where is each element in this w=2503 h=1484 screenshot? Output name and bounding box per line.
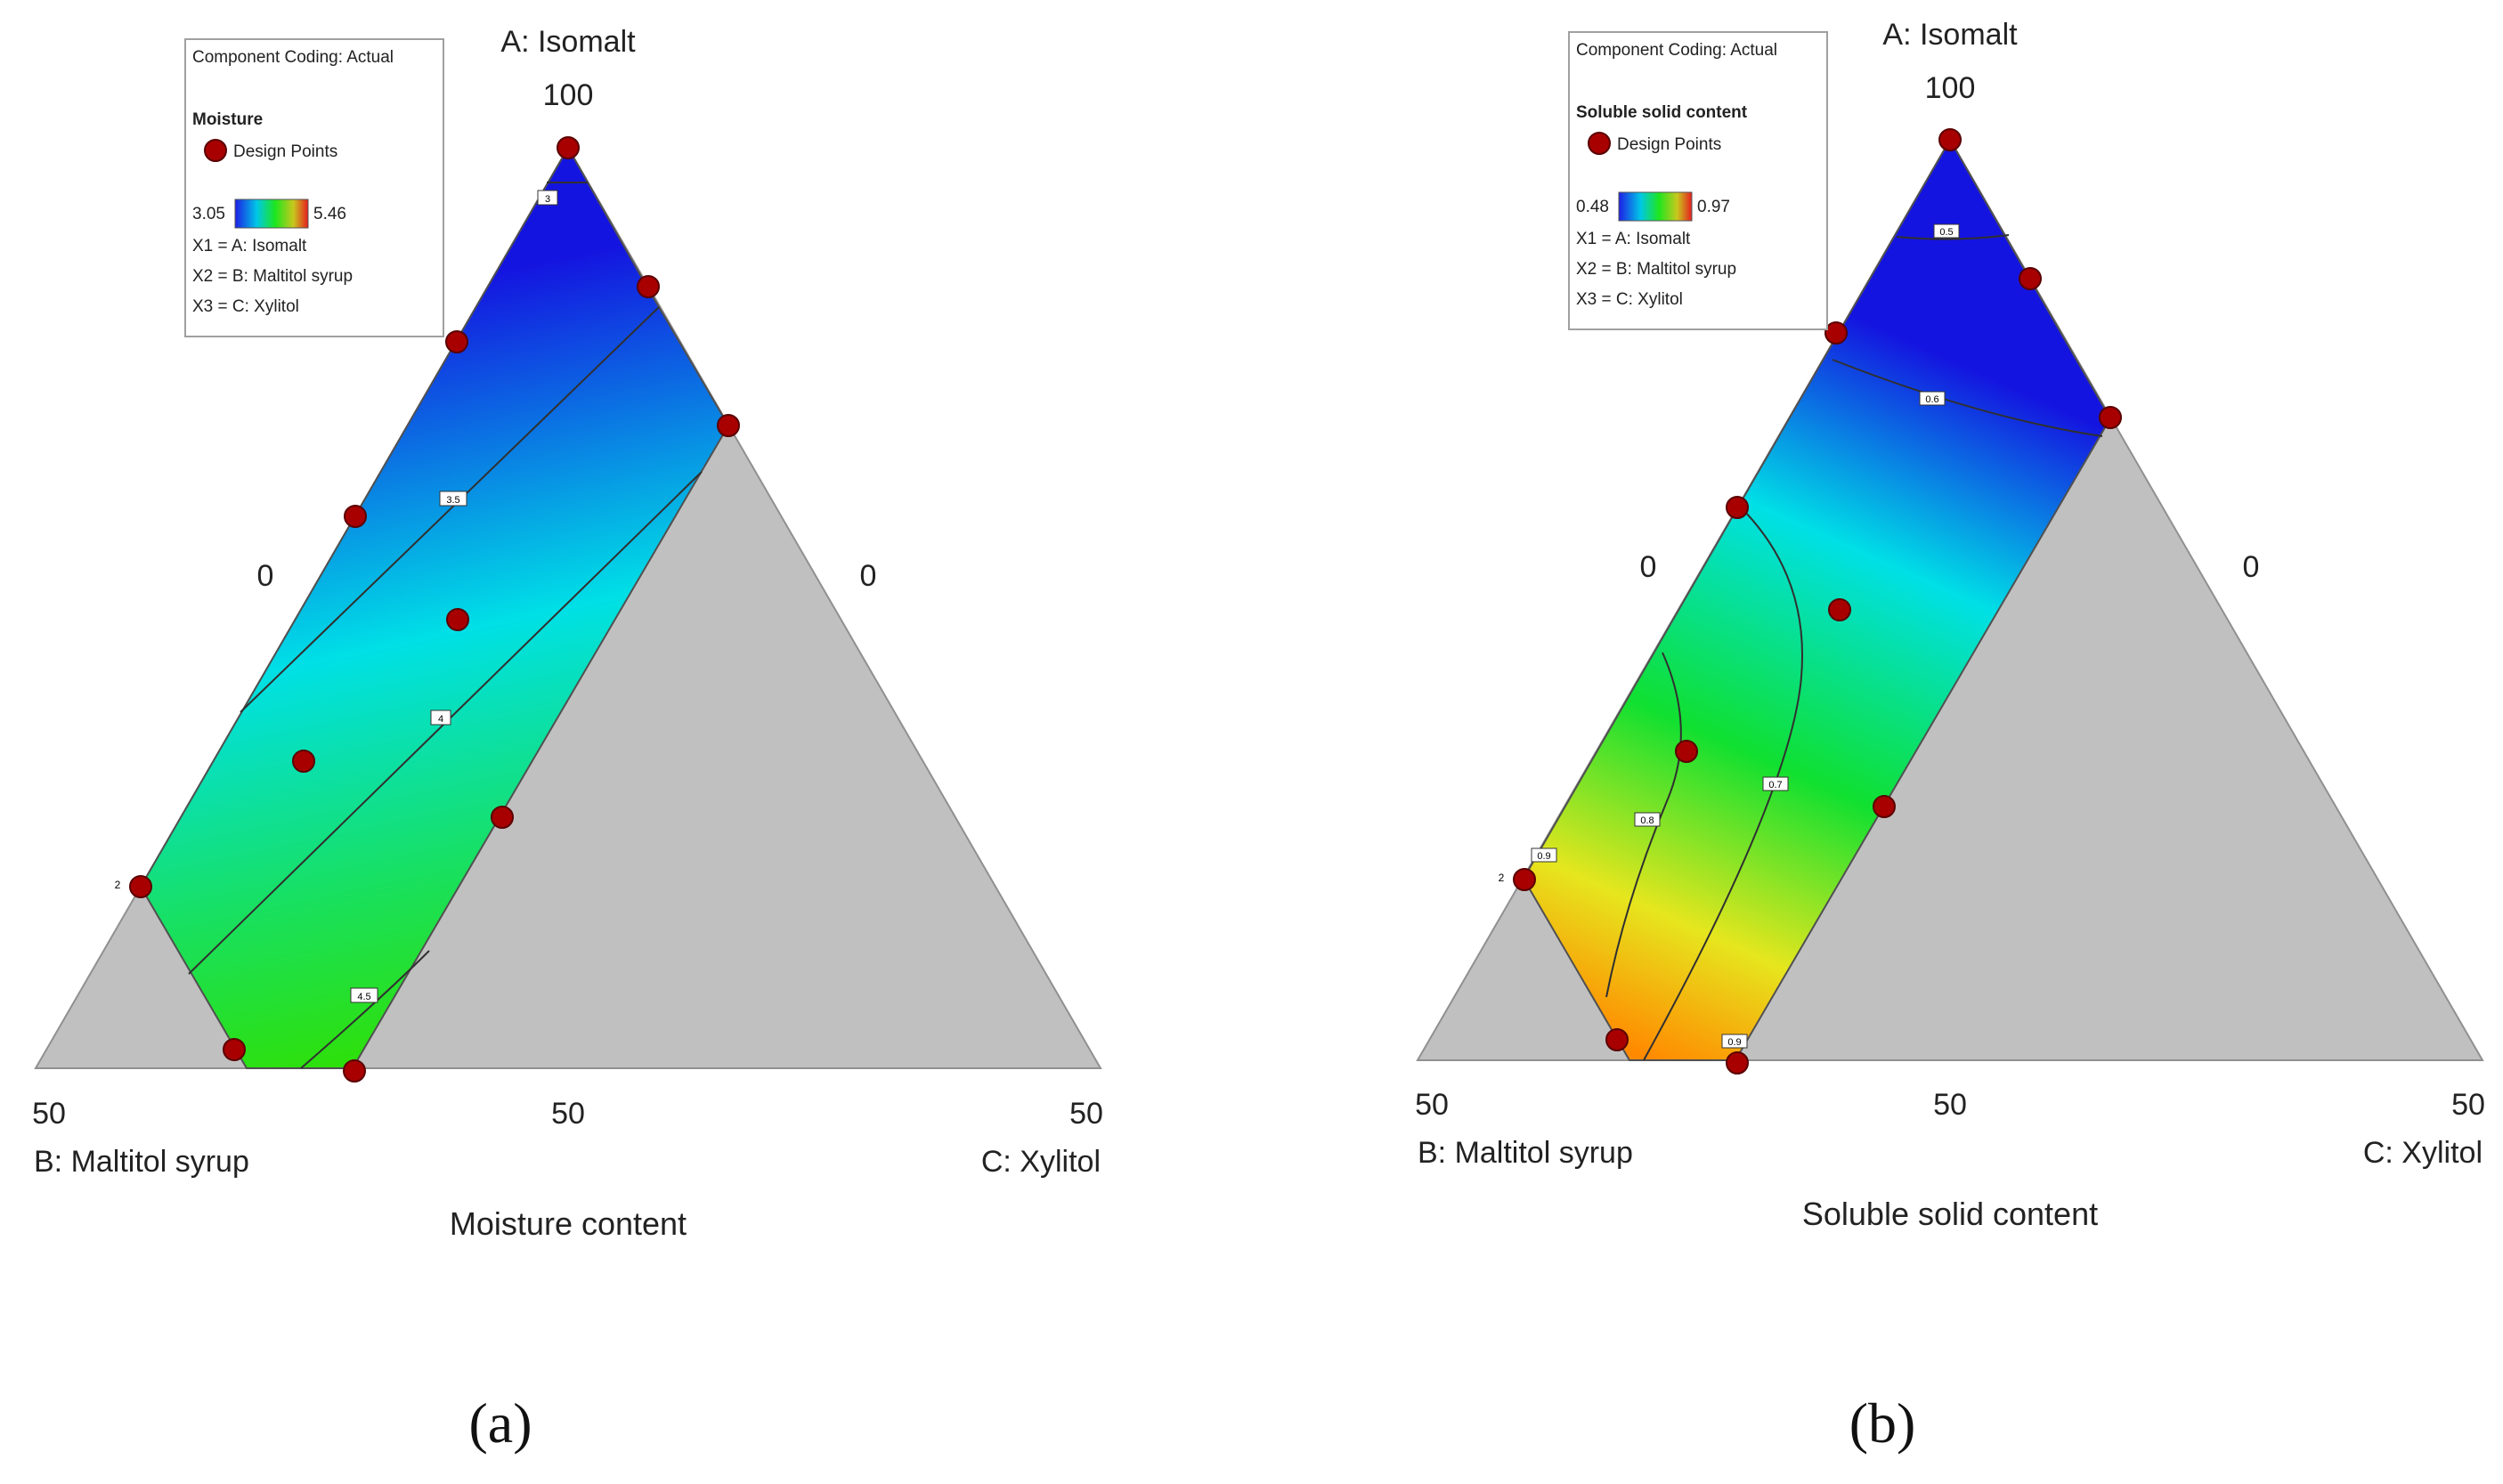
tick-label: 50	[551, 1097, 585, 1131]
design-point[interactable]	[1675, 740, 1698, 763]
chart-title: Soluble solid content	[1802, 1196, 2098, 1232]
design-point[interactable]	[343, 1059, 366, 1083]
vertex-label-isomalt: A: Isomalt	[500, 25, 636, 59]
design-points	[129, 136, 740, 1083]
design-point[interactable]	[446, 608, 469, 631]
edge-marker: 2	[115, 879, 121, 891]
legend-coding: Component Coding: Actual	[1576, 41, 1777, 60]
design-point[interactable]	[1605, 1028, 1629, 1051]
panel-caption: (a)	[468, 1391, 532, 1455]
panel-soluble-solid: 0.5 0.6 0.7 0.8 0.9 0.9 A: Isomalt 100 0…	[1252, 0, 2503, 1484]
tick-label: 50	[1415, 1088, 1449, 1122]
contour-label: 3	[545, 194, 550, 205]
tick-label: 0	[860, 559, 877, 593]
contour-labels: 3 3.5 4 4.5	[350, 190, 558, 1003]
legend-box: Component Coding: Actual Moisture Design…	[184, 38, 444, 337]
vertex-label-maltitol: B: Maltitol syrup	[1418, 1136, 1633, 1170]
design-point[interactable]	[1938, 128, 1962, 151]
legend-response: Moisture	[192, 110, 263, 129]
scale-max: 0.97	[1697, 198, 1730, 216]
contour-label: 0.5	[1939, 227, 1953, 238]
legend-component: X1 = A: Isomalt	[1576, 230, 1691, 248]
legend-design-point-marker	[204, 139, 227, 162]
design-point[interactable]	[344, 505, 367, 528]
ternary-plot-soluble-solid: 0.5 0.6 0.7 0.8 0.9 0.9 A: Isomalt 100 0…	[1415, 18, 2485, 1455]
design-point[interactable]	[445, 330, 468, 353]
design-point[interactable]	[1513, 868, 1536, 891]
ternary-plot-moisture: 3 3.5 4 4.5 A: Isomalt 100 0 0 2 50 50 5…	[32, 25, 1103, 1455]
tick-label: 50	[32, 1097, 66, 1131]
tick-label: 0	[2243, 550, 2260, 584]
legend-design-points: Design Points	[1617, 135, 1721, 154]
legend-coding: Component Coding: Actual	[192, 48, 394, 67]
legend-component: X1 = A: Isomalt	[192, 237, 307, 255]
colorbar	[234, 199, 309, 229]
design-point[interactable]	[1873, 795, 1896, 818]
scale-min: 0.48	[1576, 198, 1609, 216]
design-point[interactable]	[1828, 598, 1851, 621]
contour-label: 0.9	[1727, 1037, 1741, 1048]
tick-label: 50	[1933, 1088, 1967, 1122]
design-point[interactable]	[1726, 496, 1749, 519]
legend-component: X3 = C: Xylitol	[192, 297, 299, 316]
legend-box: Component Coding: Actual Soluble solid c…	[1568, 31, 1828, 330]
tick-label: 50	[1069, 1097, 1103, 1131]
vertex-label-maltitol: B: Maltitol syrup	[34, 1145, 249, 1179]
colorbar	[1618, 191, 1693, 222]
scale-max: 5.46	[313, 205, 346, 223]
panel-caption: (b)	[1849, 1391, 1916, 1455]
legend-component: X3 = C: Xylitol	[1576, 290, 1683, 309]
design-point[interactable]	[1824, 321, 1848, 345]
vertex-label-isomalt: A: Isomalt	[1882, 18, 2018, 52]
design-point[interactable]	[557, 136, 580, 159]
tick-label: 100	[1925, 71, 1976, 105]
contour-label: 0.9	[1537, 851, 1550, 862]
scale-min: 3.05	[192, 205, 225, 223]
design-point[interactable]	[637, 275, 660, 298]
design-points	[1513, 128, 2122, 1074]
contour-label: 4.5	[357, 992, 370, 1002]
legend-component: X2 = B: Maltitol syrup	[192, 267, 353, 286]
contour-label: 0.8	[1640, 815, 1654, 826]
contour-lines	[1605, 234, 2103, 1061]
vertex-label-xylitol: C: Xylitol	[981, 1145, 1101, 1179]
legend-response: Soluble solid content	[1576, 103, 1748, 122]
contour-labels: 0.5 0.6 0.7 0.8 0.9 0.9	[1531, 223, 1960, 1049]
design-point[interactable]	[2019, 267, 2042, 290]
contour-label: 0.7	[1768, 780, 1782, 791]
legend-design-point-marker	[1588, 132, 1611, 155]
vertex-label-xylitol: C: Xylitol	[2363, 1136, 2483, 1170]
contour-label: 3.5	[446, 495, 459, 506]
tick-label: 100	[543, 78, 594, 112]
panel-moisture: 3 3.5 4 4.5 A: Isomalt 100 0 0 2 50 50 5…	[0, 0, 1251, 1484]
tick-label: 0	[1640, 550, 1657, 584]
tick-label: 0	[257, 559, 274, 593]
edge-marker: 2	[1499, 872, 1505, 884]
design-point[interactable]	[717, 414, 740, 437]
contour-label: 4	[438, 714, 443, 725]
contour-label: 0.6	[1925, 394, 1938, 405]
legend-design-points: Design Points	[233, 142, 337, 161]
chart-title: Moisture content	[450, 1205, 687, 1242]
design-point[interactable]	[292, 750, 315, 773]
design-point[interactable]	[1726, 1051, 1749, 1074]
legend-component: X2 = B: Maltitol syrup	[1576, 260, 1736, 279]
design-point[interactable]	[491, 806, 514, 829]
design-point[interactable]	[2099, 406, 2122, 429]
tick-label: 50	[2451, 1088, 2485, 1122]
design-point[interactable]	[223, 1038, 246, 1061]
design-point[interactable]	[129, 875, 152, 898]
